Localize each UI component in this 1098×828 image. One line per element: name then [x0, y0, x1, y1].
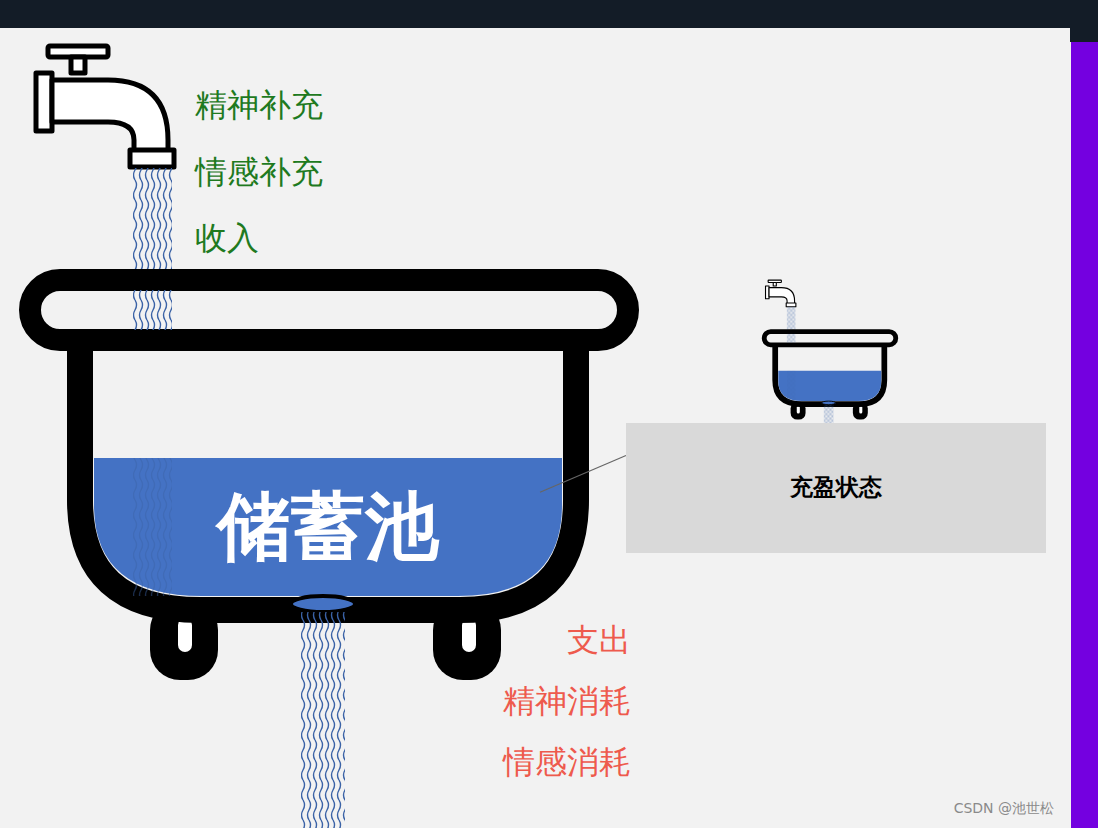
- inflow-label: 精神补充: [195, 87, 323, 124]
- top-bar: [0, 0, 1098, 28]
- outflow-label: 支出: [567, 622, 631, 659]
- water-stream-rim: [133, 290, 172, 330]
- corner-bar: [1070, 28, 1098, 42]
- drain: [291, 596, 355, 612]
- outflow-label: 情感消耗: [503, 744, 631, 781]
- state-box: 充盈状态: [626, 423, 1046, 553]
- tub-body: [80, 340, 576, 610]
- tub-rim: [30, 280, 628, 340]
- water: [94, 458, 562, 596]
- drain-stream: [301, 612, 345, 828]
- inflow-label: 收入: [195, 220, 259, 257]
- side-bar: [1071, 42, 1098, 828]
- water-stream-inside: [133, 458, 172, 596]
- outflow-label: 精神消耗: [503, 683, 631, 720]
- node-text: 储蓄池: [217, 486, 439, 567]
- inflow-label: 情感补充: [195, 154, 323, 191]
- watermark: CSDN @池世松: [954, 800, 1054, 816]
- node-text: 充盈状态: [790, 474, 882, 502]
- leader-line: [540, 456, 626, 493]
- reservoir-water: 储蓄池: [95, 458, 560, 595]
- faucet: [36, 46, 174, 167]
